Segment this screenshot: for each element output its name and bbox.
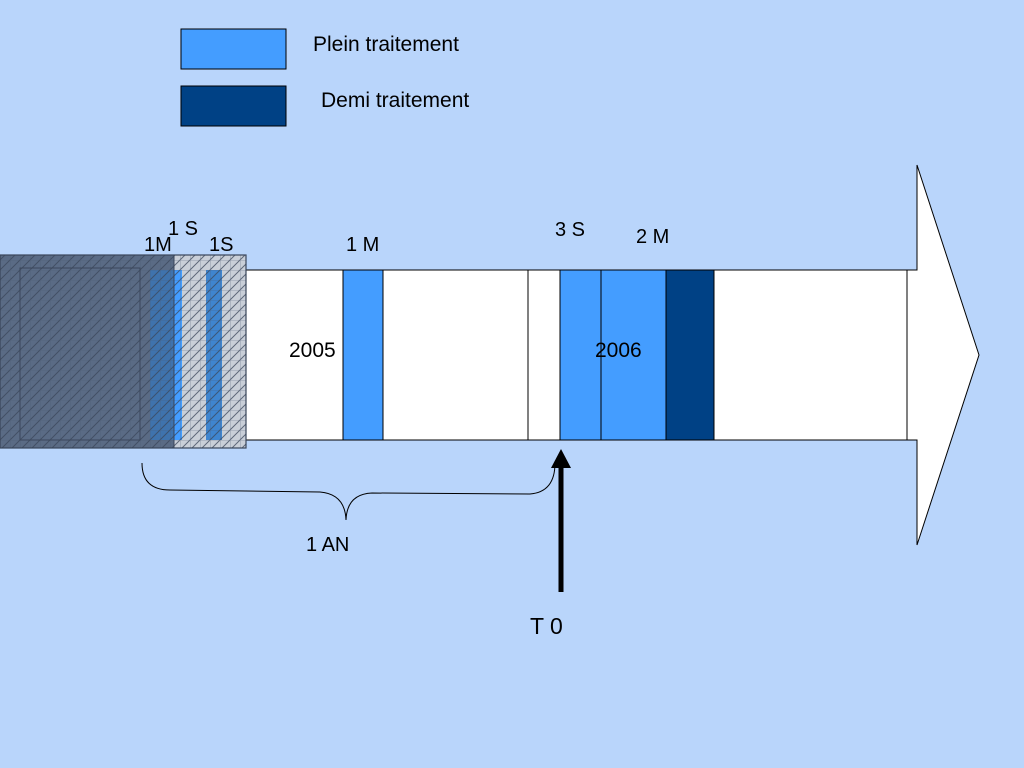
label-one-month: 1 M xyxy=(346,234,379,256)
label-one-week-top: 1 S xyxy=(168,218,198,240)
segment-half-treatment-2006 xyxy=(665,269,715,441)
label-one-week-right: 1S xyxy=(209,234,233,256)
label-two-months: 2 M xyxy=(636,226,669,248)
label-one-month-left: 1M xyxy=(144,234,172,256)
segment-full-treatment-1m-2005 xyxy=(342,269,384,441)
hatched-overlay xyxy=(0,254,247,449)
one-year-brace xyxy=(141,462,556,521)
label-t0: T 0 xyxy=(530,613,563,639)
legend-label-half-treatment: Demi traitement xyxy=(321,89,469,112)
legend-swatch-half-treatment xyxy=(180,85,287,127)
label-year-2006: 2006 xyxy=(595,339,642,362)
legend-swatch-full-treatment xyxy=(180,28,287,70)
legend-label-full-treatment: Plein traitement xyxy=(313,33,459,56)
t0-pointer-arrow xyxy=(551,449,571,592)
legend: Plein traitement Demi traitement xyxy=(180,28,469,127)
segment-full-treatment-2m-2006 xyxy=(600,269,667,441)
label-three-weeks: 3 S xyxy=(555,219,585,241)
label-year-2005: 2005 xyxy=(289,339,336,362)
label-one-year: 1 AN xyxy=(306,534,349,556)
